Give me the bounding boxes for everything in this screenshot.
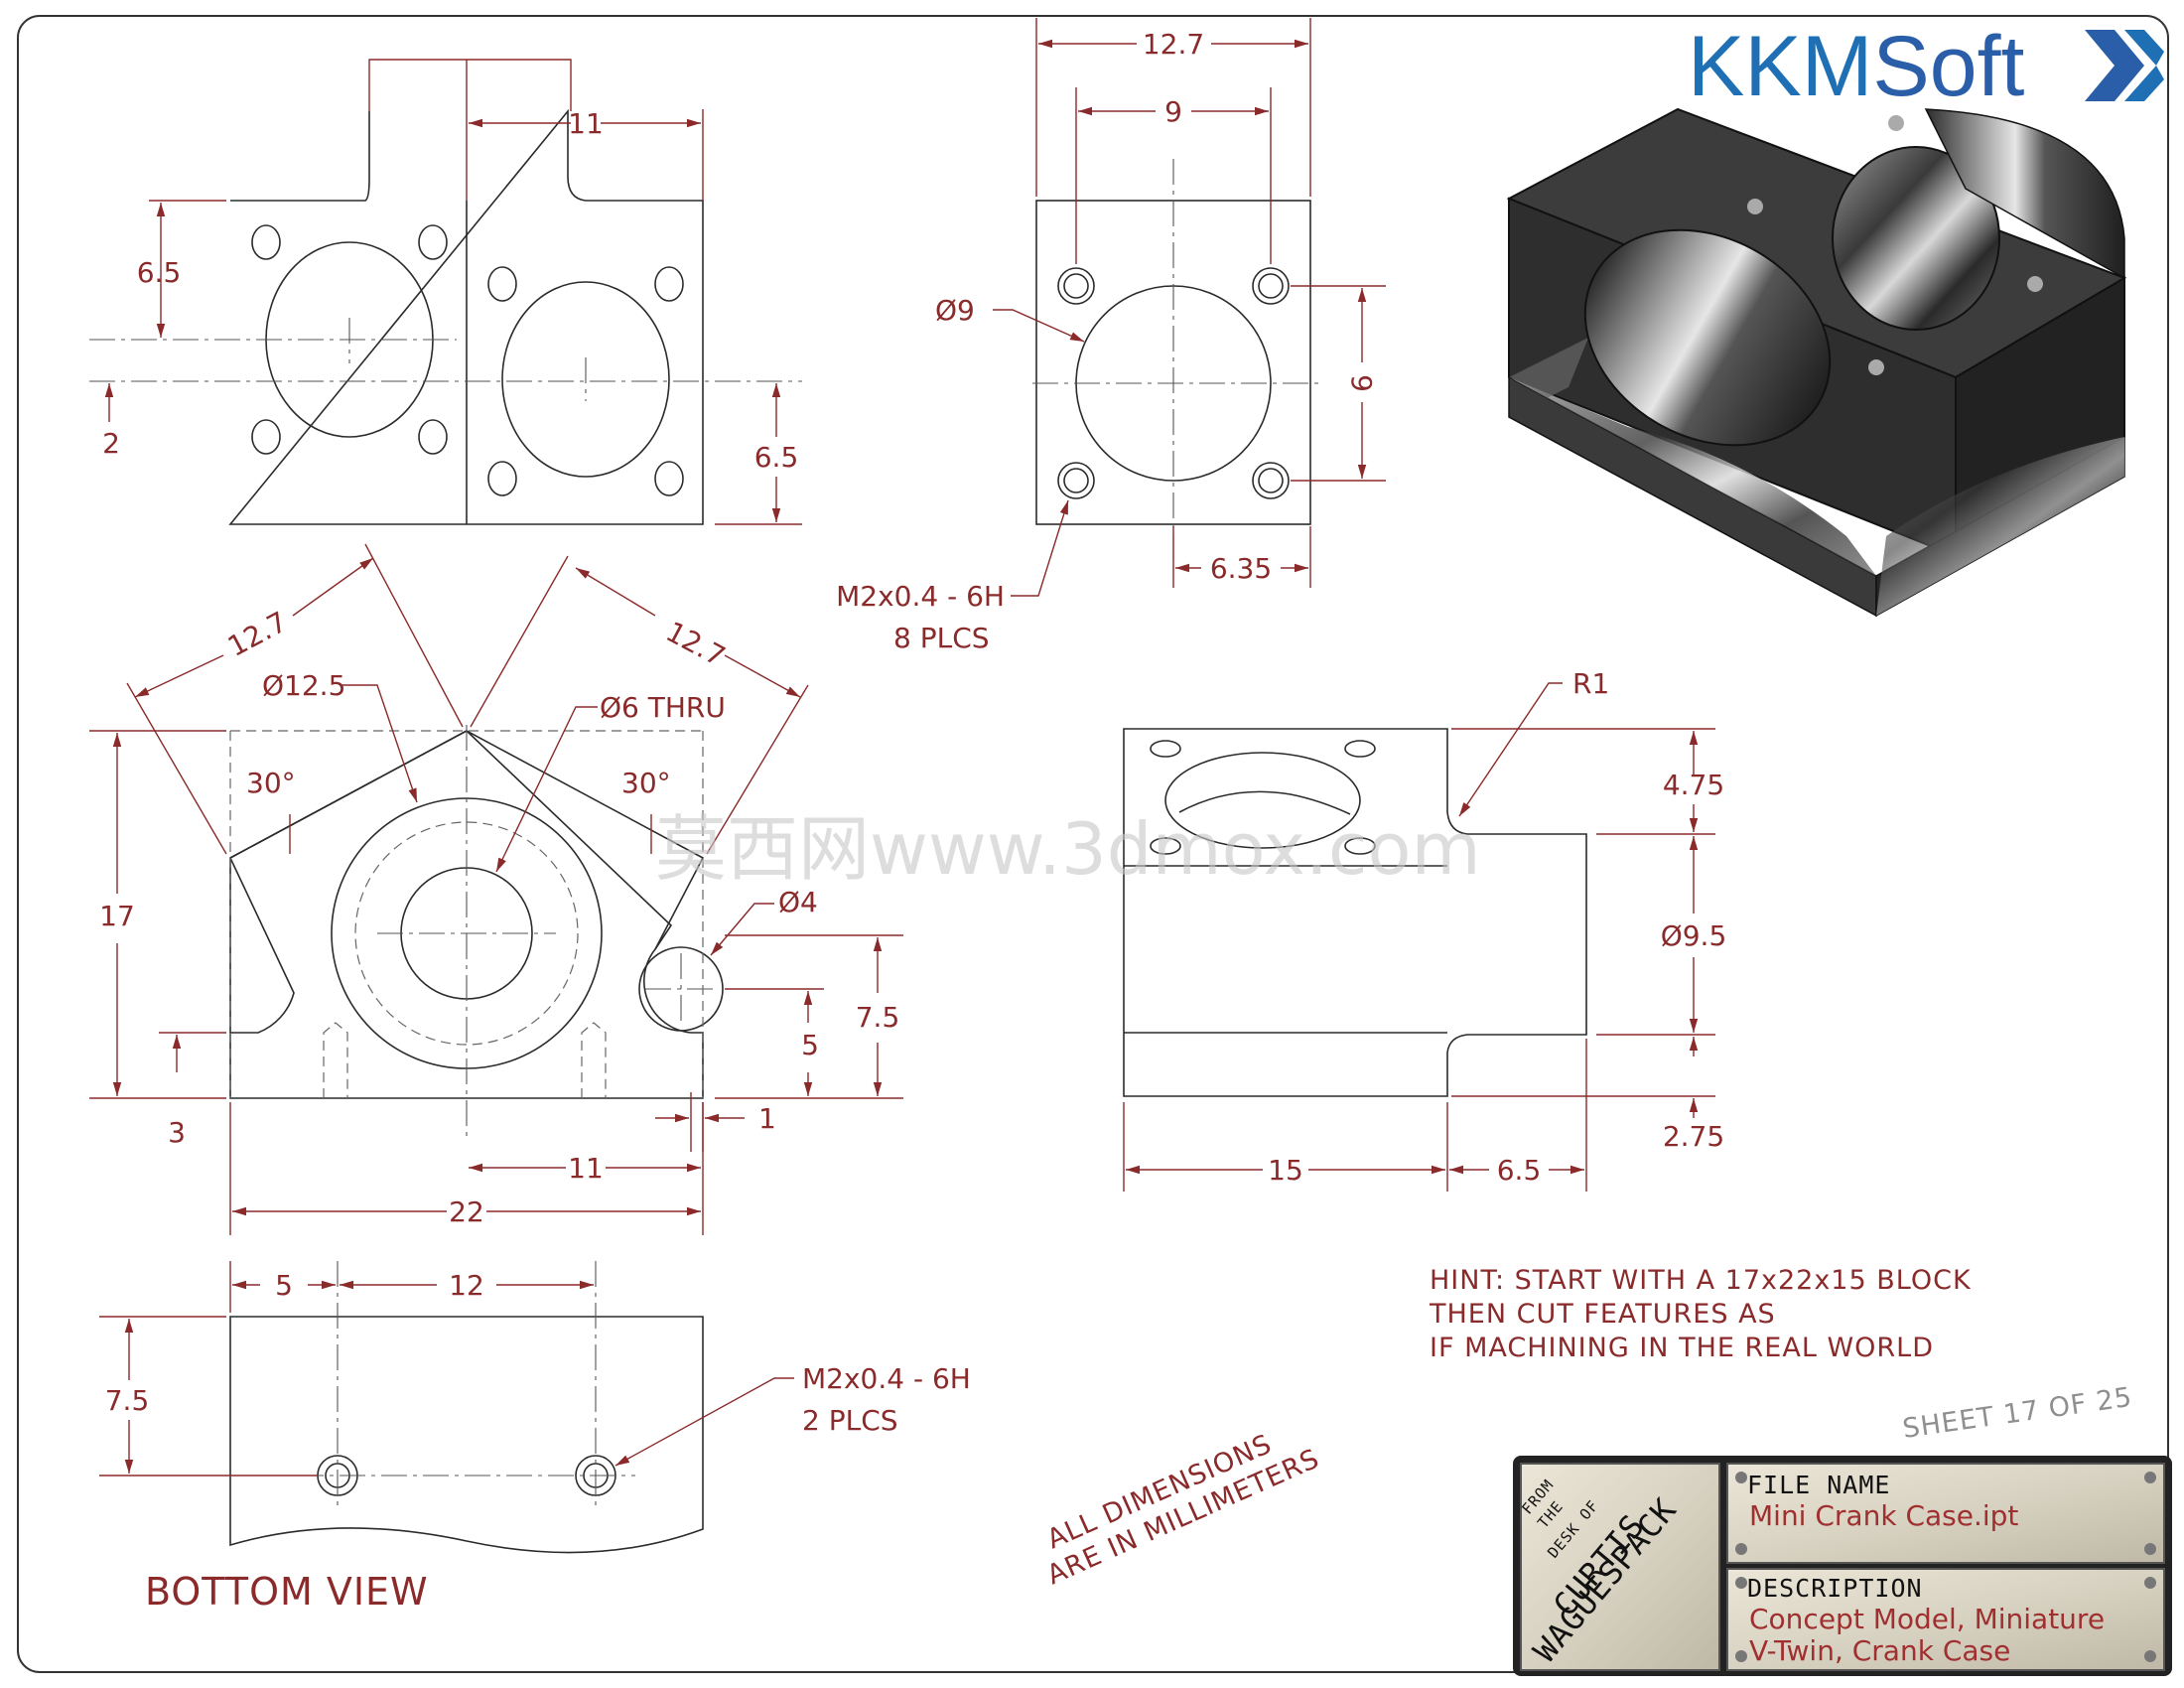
- title-block: FROM THE DESK OF CURTIS WAGUESPACK FILE …: [1513, 1456, 2172, 1676]
- dim-side-thread-qty: 8 PLCS: [893, 622, 990, 654]
- description-plate: [1726, 1568, 2165, 1671]
- dim-bottom-thread: M2x0.4 - 6H: [802, 1362, 971, 1395]
- dim-right-4-75: 4.75: [1663, 769, 1724, 801]
- logo-soft: Soft: [1872, 19, 2024, 114]
- dim-top-6-5-right: 6.5: [754, 441, 799, 474]
- bottom-view: 5 12 7.5 M2x0.4 - 6H 2 PLCS BOTTOM VIEW: [99, 1261, 971, 1614]
- watermark: 莫西网www.3dmox.com: [655, 807, 1481, 891]
- dim-side-dia9: Ø9: [935, 294, 975, 327]
- isometric-render: [1506, 107, 2127, 618]
- dim-right-dia9-5: Ø9.5: [1661, 919, 1727, 952]
- dim-front-5: 5: [801, 1029, 819, 1061]
- dim-right-2-75: 2.75: [1663, 1120, 1724, 1153]
- description-label: DESCRIPTION: [1747, 1574, 1923, 1603]
- description-line-1: Concept Model, Miniature: [1749, 1603, 2105, 1635]
- dim-front-22: 22: [449, 1196, 484, 1228]
- dim-bottom-12: 12: [449, 1269, 484, 1302]
- hint-line-3: IF MACHINING IN THE REAL WORLD: [1430, 1333, 1934, 1363]
- bottom-view-label: BOTTOM VIEW: [145, 1570, 429, 1614]
- chevron-logo-icon: [2085, 30, 2164, 101]
- dim-right-6-5: 6.5: [1497, 1154, 1542, 1187]
- dim-bottom-5: 5: [275, 1269, 293, 1302]
- dim-side-thread: M2x0.4 - 6H: [836, 580, 1005, 613]
- top-view: 11 6.5 2 6.5: [89, 59, 802, 525]
- file-name-value: Mini Crank Case.ipt: [1749, 1499, 2018, 1532]
- file-name-plate: [1726, 1463, 2165, 1564]
- dim-front-3: 3: [168, 1116, 186, 1149]
- dim-front-dia4: Ø4: [778, 886, 818, 918]
- dim-right-r1: R1: [1572, 667, 1609, 700]
- hint-line-1: HINT: START WITH A 17x22x15 BLOCK: [1430, 1265, 1972, 1296]
- description-line-2: V-Twin, Crank Case: [1749, 1634, 2010, 1667]
- dim-side-12-7: 12.7: [1143, 28, 1204, 61]
- dim-top-11: 11: [568, 107, 604, 140]
- side-view: 12.7 9 Ø9 9 6.35 M2x0.4 - 6H 8 PLCS: [836, 18, 1386, 654]
- dim-front-11: 11: [568, 1152, 604, 1185]
- front-view: 12.7 12.7 Ø12.5 Ø6 THRU 30° 30° 17 Ø4 7.…: [89, 543, 903, 1235]
- dim-front-30-left: 30°: [246, 767, 296, 799]
- dim-side-6-35: 6.35: [1210, 552, 1272, 585]
- dim-side-9-top: 9: [1164, 95, 1182, 128]
- dim-top-6-5: 6.5: [137, 256, 182, 289]
- dim-front-17: 17: [99, 900, 135, 932]
- dim-front-12-7-left: 12.7: [222, 605, 293, 662]
- logo-kkm: KKM: [1688, 19, 1872, 114]
- desk-plate: [1520, 1463, 1720, 1671]
- svg-text:KKMSoft: KKMSoft: [1688, 19, 2024, 114]
- sheet-border: [17, 15, 2169, 1673]
- dim-side-9-right: 9: [1345, 374, 1378, 392]
- hint-line-2: THEN CUT FEATURES AS: [1429, 1299, 1776, 1330]
- dim-front-dia6-thru: Ø6 THRU: [600, 691, 726, 724]
- kkmsoft-logo: KKMSoft: [1688, 19, 2164, 114]
- dim-front-30-right: 30°: [621, 767, 671, 799]
- dim-bottom-thread-qty: 2 PLCS: [802, 1404, 898, 1437]
- file-name-label: FILE NAME: [1747, 1471, 1890, 1499]
- dim-front-12-7-right: 12.7: [660, 615, 731, 672]
- dim-front-dia12-5: Ø12.5: [262, 669, 345, 702]
- right-view: R1 4.75 Ø9.5 2.75 15 6.5: [1123, 667, 1727, 1192]
- dim-front-1: 1: [758, 1102, 776, 1135]
- dim-top-2: 2: [102, 427, 120, 460]
- dim-front-7-5: 7.5: [856, 1001, 900, 1034]
- dim-bottom-7-5: 7.5: [105, 1384, 150, 1417]
- dim-right-15: 15: [1268, 1154, 1303, 1187]
- sheet-number: SHEET 17 OF 25: [1901, 1382, 2134, 1445]
